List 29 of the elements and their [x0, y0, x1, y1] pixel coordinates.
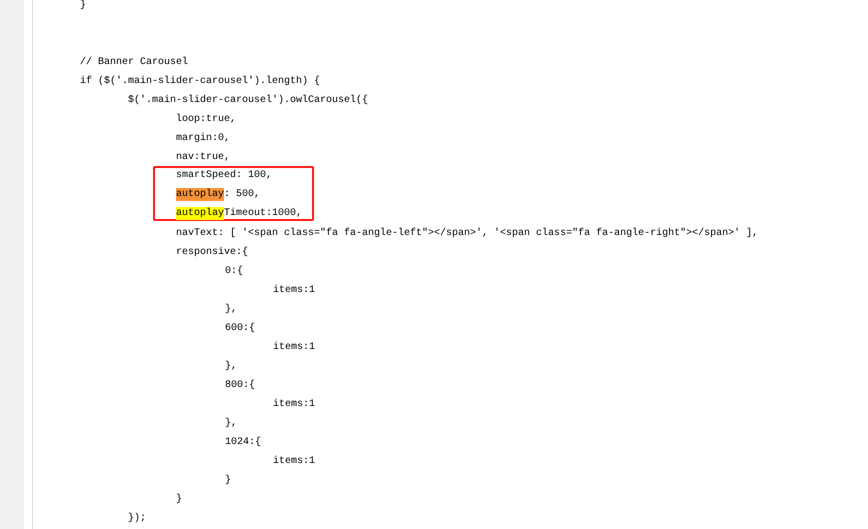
code-line: }	[176, 493, 182, 506]
code-line: });	[128, 512, 146, 525]
code-comment: // Banner Carousel	[80, 56, 188, 69]
highlight-frame	[153, 166, 314, 221]
code-line: 0:{	[225, 265, 244, 278]
search-highlight: autoplay	[176, 207, 224, 220]
code-line: }	[80, 0, 86, 12]
code-line: items:1	[273, 398, 316, 411]
code-line: },	[225, 303, 238, 316]
code-line: nav:true,	[176, 151, 230, 164]
code-line: items:1	[273, 341, 316, 354]
code-line: responsive:{	[176, 246, 248, 259]
code-line: 600:{	[225, 322, 256, 335]
code-line: 1024:{	[225, 436, 262, 449]
code-line: items:1	[273, 455, 316, 468]
code-line: 800:{	[225, 379, 256, 392]
code-line: loop:true,	[176, 113, 236, 126]
code-line: if ($('.main-slider-carousel').length) {	[80, 75, 320, 88]
code-text: Timeout:1000,	[224, 207, 302, 220]
code-line: },	[225, 417, 238, 430]
code-line: $('.main-slider-carousel').owlCarousel({	[128, 94, 368, 107]
code-line: navText: [ '<span class="fa fa-angle-left"></span>', '<span class="fa fa-angle-right"></span>' ],	[176, 227, 758, 240]
code-text: : 500,	[224, 188, 260, 201]
search-highlight: autoplay	[176, 188, 224, 201]
code-text: smartSpeed: 100,	[176, 169, 272, 182]
code-line: margin:0,	[176, 132, 230, 145]
code-line: }	[225, 474, 232, 487]
code-line: },	[225, 360, 238, 373]
code-line: items:1	[273, 284, 316, 297]
